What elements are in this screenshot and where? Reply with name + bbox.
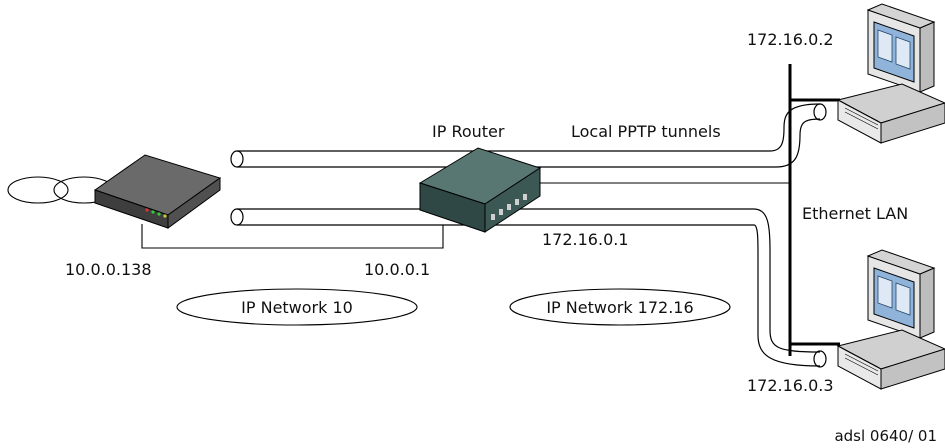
ethernet-lan-label: Ethernet LAN (802, 204, 908, 223)
pc-top-icon (836, 3, 945, 144)
network-10-ellipse (176, 288, 418, 326)
router-lan-ip-label: 172.16.0.1 (542, 230, 629, 249)
router-label: IP Router (432, 122, 505, 141)
pptp-tunnel-lower (230, 208, 827, 368)
network-172-ellipse (509, 288, 731, 326)
pptp-tunnel-upper (230, 103, 827, 168)
tunnels-label: Local PPTP tunnels (571, 122, 721, 141)
network-172-label: IP Network 172.16 (546, 298, 693, 317)
figure-id-label: adsl 0640/ 01 (834, 427, 937, 445)
router-wan-ip-label: 10.0.0.1 (364, 260, 430, 279)
ip-router-icon (418, 147, 542, 233)
pc-bottom-ip-label: 172.16.0.3 (747, 376, 834, 395)
modem-ip-label: 10.0.0.138 (65, 260, 152, 279)
pc-top-ip-label: 172.16.0.2 (747, 30, 834, 49)
network-10-label: IP Network 10 (241, 298, 353, 317)
pc-bottom-icon (836, 249, 945, 390)
adsl-modem-icon (93, 154, 222, 229)
modem-router-link (141, 224, 444, 249)
